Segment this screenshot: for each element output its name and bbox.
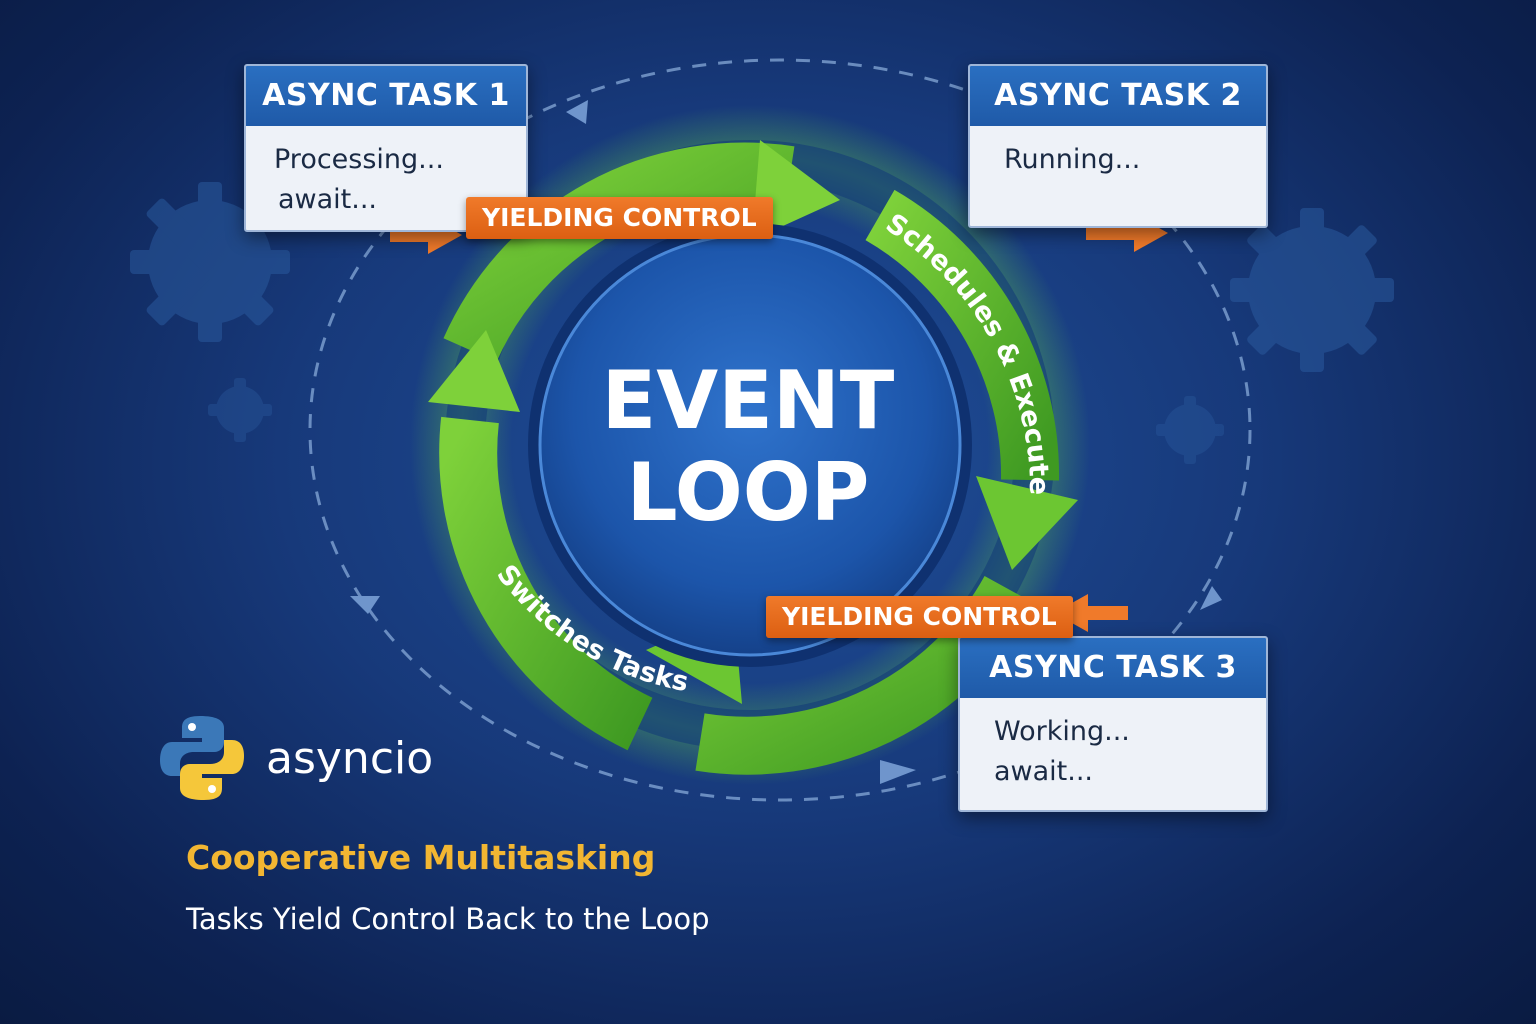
- task-card-2: ASYNC TASK 2 Running...: [968, 64, 1268, 228]
- task-status-line: Running...: [1004, 144, 1141, 175]
- event-loop-title-line2: LOOP: [627, 446, 870, 539]
- asyncio-brand: asyncio: [156, 712, 433, 804]
- event-loop-title-line1: EVENT: [602, 354, 895, 447]
- asyncio-label: asyncio: [266, 732, 434, 784]
- cycle-arrowhead-left: [428, 330, 520, 412]
- gear-icon: [1230, 208, 1394, 372]
- tagline-subtitle: Tasks Yield Control Back to the Loop: [186, 902, 710, 936]
- outer-dashed-orbit: [308, 58, 1252, 802]
- task-status-line: await...: [278, 184, 378, 215]
- yield-label-top: YIELDING CONTROL: [466, 197, 773, 239]
- gear-icon: [130, 182, 290, 342]
- cycle-arrow-left: [439, 416, 653, 751]
- task-status: Working... await...: [960, 698, 1266, 806]
- task-status: Processing... await...: [246, 126, 526, 230]
- task-card-1: ASYNC TASK 1 Processing... await...: [244, 64, 528, 232]
- gear-icon: [208, 378, 272, 442]
- orbit-arrow-icon: [1200, 586, 1222, 610]
- python-logo-icon: [160, 716, 244, 800]
- cycle-arrowhead-top: [752, 140, 840, 240]
- orbit-arrow-icon: [880, 760, 916, 784]
- task-title: ASYNC TASK 3: [960, 638, 1266, 698]
- gear-icon: [1156, 396, 1224, 464]
- task-card-3: ASYNC TASK 3 Working... await...: [958, 636, 1268, 812]
- orbit-arrow-icon: [566, 100, 588, 124]
- orbit-arrow-icon: [350, 596, 380, 614]
- task-title: ASYNC TASK 1: [246, 66, 526, 126]
- task-status-line: Processing...: [274, 144, 444, 175]
- task-title: ASYNC TASK 2: [970, 66, 1266, 126]
- tagline-title: Cooperative Multitasking: [186, 838, 656, 877]
- cycle-arrowhead-right: [976, 476, 1078, 570]
- cycle-arrow-right: [865, 189, 1060, 481]
- task-status-line: Working...: [994, 716, 1130, 747]
- task-status-line: await...: [994, 756, 1094, 787]
- task-status: Running...: [970, 126, 1266, 194]
- yield-label-bottom: YIELDING CONTROL: [766, 596, 1073, 638]
